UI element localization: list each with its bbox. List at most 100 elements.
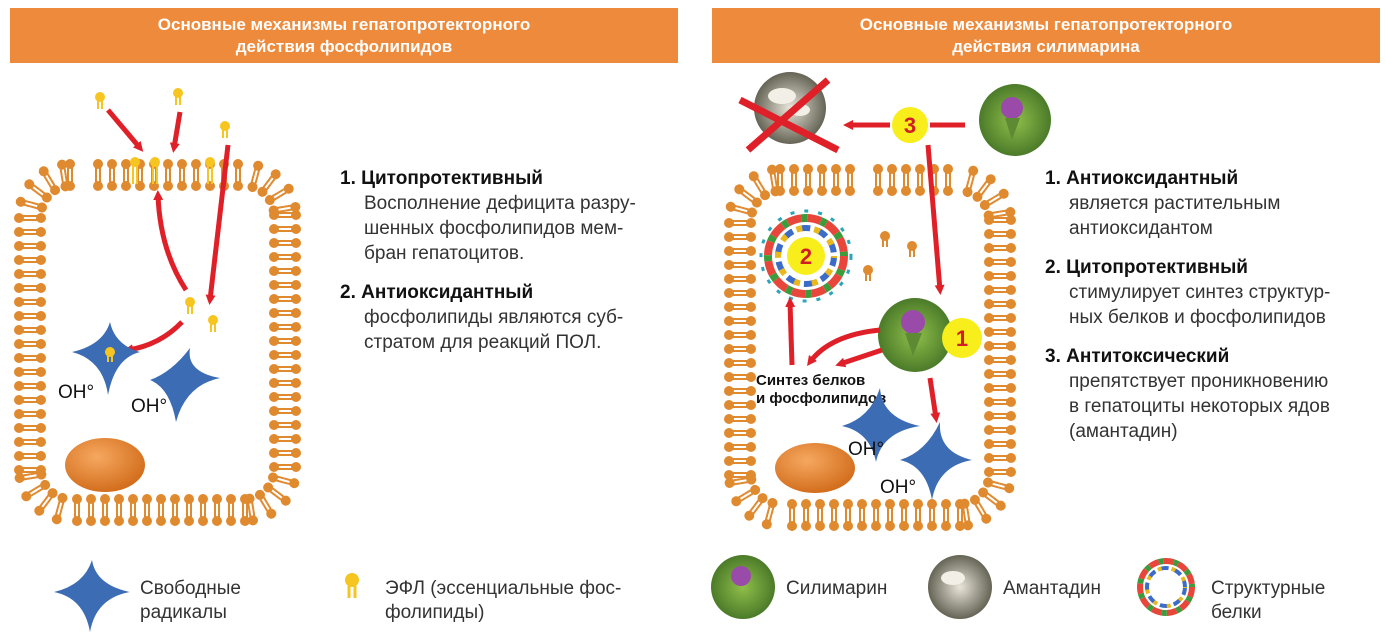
efl-in-membrane xyxy=(205,157,215,184)
membrane-lipid xyxy=(264,191,281,206)
right-item-3: 3. Антитоксический препятствует проникно… xyxy=(1045,344,1375,444)
membrane-lipid xyxy=(30,367,46,377)
legend-amantadine: Амантадин xyxy=(1003,578,1102,599)
membrane-lipid xyxy=(170,510,180,526)
arrow xyxy=(835,347,883,368)
membrane-lipid xyxy=(121,175,131,191)
membrane-lipid xyxy=(184,494,194,510)
membrane-lipid xyxy=(962,514,973,531)
membrane-lipid xyxy=(978,487,994,502)
membrane-lipid xyxy=(114,494,124,510)
left-panel-header: Основные механизмы гепатопротекторного д… xyxy=(10,8,678,63)
membrane-lipid xyxy=(244,493,255,510)
membrane-lipid xyxy=(1000,257,1016,267)
membrane-lipid xyxy=(990,496,1006,511)
membrane-lipid xyxy=(30,325,46,335)
membrane-lipid xyxy=(787,499,797,515)
membrane-lipid xyxy=(72,494,82,510)
membrane-lipid xyxy=(30,409,46,419)
arrow xyxy=(169,111,183,153)
membrane-lipid xyxy=(56,493,68,510)
membrane-lipid xyxy=(789,180,799,196)
membrane-lipid xyxy=(1000,341,1016,351)
free-radical-star xyxy=(842,388,920,462)
membrane-lipid xyxy=(30,311,46,321)
membrane-lipid xyxy=(24,179,40,194)
membrane-lipid xyxy=(263,502,277,519)
membrane-lipid xyxy=(34,479,51,494)
membrane-lipid xyxy=(269,420,285,430)
membrane-lipid xyxy=(746,193,762,208)
membrane-lipid xyxy=(829,515,839,531)
membrane-lipid xyxy=(1000,299,1016,309)
membrane-lipid xyxy=(14,437,30,447)
membrane-lipid xyxy=(740,344,756,354)
left-item-2-line1: фосфолипиды являются суб- xyxy=(364,307,624,328)
membrane-lipid xyxy=(30,297,46,307)
membrane-lipid xyxy=(57,159,68,176)
efl-molecule xyxy=(173,88,183,105)
membrane-lipid xyxy=(829,499,839,515)
membrane-lipid xyxy=(107,175,117,191)
membrane-lipid xyxy=(269,280,285,290)
membrane-lipid xyxy=(871,515,881,531)
membrane-lipid xyxy=(269,336,285,346)
membrane-lipid xyxy=(927,499,937,515)
membrane-lipid xyxy=(984,285,1000,295)
left-title-line1: Основные механизмы гепатопротекторного xyxy=(157,14,531,34)
left-title-line2: действия фосфолипидов xyxy=(235,36,453,56)
membrane-lipid xyxy=(972,186,987,202)
legend-efl: ЭФЛ (эссенциальные фос- фолипиды) xyxy=(385,577,621,625)
membrane-lipid xyxy=(885,515,895,531)
membrane-lipid xyxy=(198,494,208,510)
membrane-lipid xyxy=(725,201,743,213)
membrane-lipid xyxy=(992,188,1009,202)
membrane-lipid xyxy=(724,302,740,312)
left-item-2: 2. Антиоксидантный фосфолипиды являются … xyxy=(340,280,680,355)
membrane-lipid xyxy=(269,308,285,318)
left-item-1-line1: Восполнение дефицита разру- xyxy=(364,193,636,214)
membrane-lipid xyxy=(285,406,301,416)
membrane-lipid xyxy=(285,280,301,290)
membrane-lipid xyxy=(1000,243,1016,253)
membrane-lipid xyxy=(191,159,201,175)
membrane-lipid xyxy=(14,353,30,363)
right-item-3-line3: (амантадин) xyxy=(1069,421,1178,442)
right-item-1: 1. Антиоксидантный является растительным… xyxy=(1045,166,1375,241)
right-item-3-line1: препятствует проникновению xyxy=(1069,371,1329,392)
membrane-lipid xyxy=(30,227,46,237)
membrane-lipid xyxy=(740,316,756,326)
membrane-lipid xyxy=(65,159,75,175)
membrane-lipid xyxy=(724,218,740,228)
right-item-3-title: 3. Антитоксический xyxy=(1045,346,1230,367)
membrane-lipid xyxy=(285,448,301,458)
membrane-lipid xyxy=(93,159,103,175)
structural-proteins-ring xyxy=(759,209,853,303)
membrane-lipid xyxy=(943,164,953,180)
membrane-lipid xyxy=(1000,439,1016,449)
phospholipid-molecule xyxy=(880,231,890,247)
membrane-lipid xyxy=(30,213,46,223)
arrow xyxy=(807,327,881,367)
membrane-lipid xyxy=(269,350,285,360)
membrane-lipid xyxy=(30,241,46,251)
membrane-lipid xyxy=(14,241,30,251)
membrane-lipid xyxy=(1000,355,1016,365)
membrane-lipid xyxy=(815,499,825,515)
oh-label: OH° xyxy=(848,439,884,460)
right-cell: 3 2 1 Синтез белков и фосфолипидов OH° O… xyxy=(738,72,1051,500)
membrane-lipid xyxy=(268,472,285,484)
silymarin-legend-icon xyxy=(711,555,775,619)
membrane-lipid xyxy=(226,494,236,510)
membrane-lipid xyxy=(724,246,740,256)
membrane-lipid xyxy=(901,180,911,196)
membrane-lipid xyxy=(14,297,30,307)
membrane-lipid xyxy=(34,500,49,516)
membrane-lipid xyxy=(142,510,152,526)
membrane-lipid xyxy=(1000,397,1016,407)
membrane-lipid xyxy=(984,369,1000,379)
membrane-lipid xyxy=(269,392,285,402)
efl-icon xyxy=(345,573,359,598)
left-item-1-line2: шенных фосфолипидов мем- xyxy=(364,218,624,239)
membrane-lipid xyxy=(899,499,909,515)
